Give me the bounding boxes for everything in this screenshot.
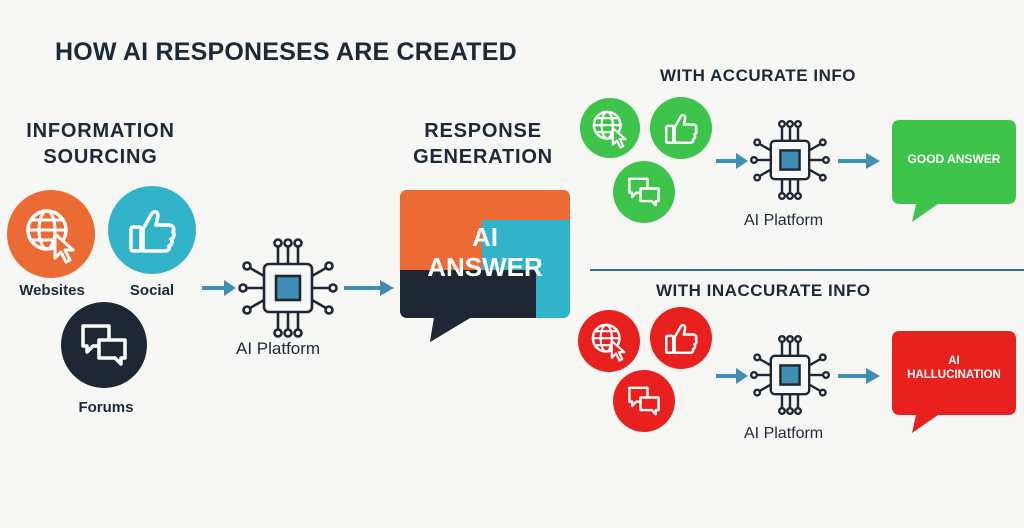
response-heading-line1: RESPONSE — [424, 120, 542, 142]
response-heading: RESPONSE GENERATION — [398, 118, 568, 170]
chat-bubbles-icon — [81, 324, 127, 366]
inaccurate-platform-label: AI Platform — [744, 425, 824, 442]
hallucination-text: AI HALLUCINATION — [892, 354, 1016, 382]
thumbs-up-icon — [664, 113, 698, 145]
chat-bubbles-icon — [628, 177, 660, 207]
globe-cursor-icon — [591, 323, 626, 362]
inaccurate-forums-source — [613, 370, 675, 432]
arrow-right-icon — [838, 153, 880, 169]
inaccurate-heading: WITH INACCURATE INFO — [656, 281, 871, 300]
arrow-right-icon — [716, 368, 748, 384]
websites-label: Websites — [19, 282, 85, 299]
social-label: Social — [129, 282, 175, 299]
ai-answer-line2: ANSWER — [427, 252, 543, 282]
good-answer-bubble — [892, 120, 1016, 222]
hallucination-line1: AI — [948, 355, 960, 367]
ai-chip-icon — [238, 238, 338, 338]
arrow-right-icon — [716, 153, 748, 169]
accurate-forums-source — [613, 161, 675, 223]
inaccurate-social-source — [650, 307, 712, 369]
sourcing-heading: INFORMATION SOURCING — [8, 118, 193, 170]
forums-source — [61, 302, 147, 388]
inaccurate-websites-source — [578, 310, 640, 372]
arrow-right-icon — [202, 280, 236, 296]
ai-answer-text: AI ANSWER — [400, 222, 570, 282]
ai-answer-bubble — [400, 190, 570, 342]
page-title: HOW AI RESPONESES ARE CREATED — [55, 38, 517, 66]
social-source — [108, 186, 196, 274]
hallucination-bubble — [892, 331, 1016, 433]
thumbs-up-icon — [664, 323, 698, 355]
thumbs-up-icon — [129, 210, 176, 253]
accurate-social-source — [650, 97, 712, 159]
globe-cursor-icon — [26, 209, 75, 264]
ai-chip-icon — [750, 120, 830, 200]
sourcing-heading-line1: INFORMATION — [26, 120, 175, 142]
response-heading-line2: GENERATION — [413, 146, 553, 168]
ai-chip-icon — [750, 335, 830, 415]
ai-answer-line1: AI — [472, 222, 498, 252]
accurate-heading: WITH ACCURATE INFO — [660, 66, 856, 85]
sourcing-heading-line2: SOURCING — [43, 146, 158, 168]
accurate-websites-source — [580, 98, 640, 158]
arrow-right-icon — [344, 280, 394, 296]
good-answer-text: GOOD ANSWER — [907, 152, 1001, 166]
chat-bubbles-icon — [628, 386, 660, 416]
arrow-right-icon — [838, 368, 880, 384]
hallucination-line2: HALLUCINATION — [907, 369, 1001, 381]
accurate-platform-label: AI Platform — [744, 212, 824, 229]
websites-source — [7, 190, 95, 278]
forums-label: Forums — [78, 399, 134, 416]
section-divider — [590, 269, 1024, 271]
ai-platform-label: AI Platform — [236, 339, 321, 358]
globe-cursor-icon — [592, 110, 627, 149]
